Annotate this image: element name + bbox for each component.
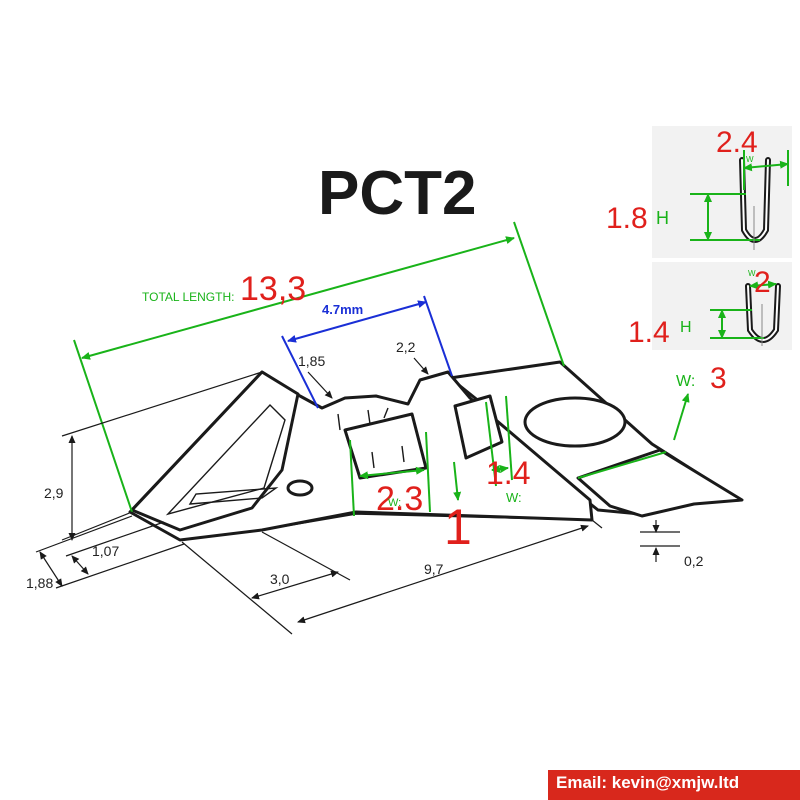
w-label-3: W: (676, 373, 695, 390)
wing-dimensions (349, 393, 690, 517)
black-dimensions (35, 357, 680, 635)
dim-1-4: 1.4 (486, 455, 530, 491)
total-length-label: TOTAL LENGTH: (142, 290, 234, 304)
email-text: Email: kevin@xmjw.ltd (556, 773, 740, 792)
dim-3-0: 3,0 (270, 571, 290, 587)
terminal-outline (128, 360, 744, 542)
dim-2-9: 2,9 (44, 485, 64, 501)
w-label-2-3: W: (388, 497, 401, 509)
inset-bottom-height: 1.4 (628, 316, 670, 349)
w-label-1-4: W: (506, 490, 522, 505)
inset-top-w-label: W (746, 155, 754, 164)
inset-bottom-profile (652, 262, 792, 350)
inset-top-height: 1.8 (606, 202, 648, 235)
blue-width-dimension (281, 295, 453, 409)
email-banner (548, 770, 800, 800)
title: PCT2 (318, 159, 476, 228)
blue-width-label: 4.7mm (322, 302, 363, 317)
dim-0-2: 0,2 (684, 553, 704, 569)
dim-2-2: 2,2 (396, 339, 416, 355)
inset-bottom-w-label: W (748, 269, 756, 278)
dim-1-07: 1,07 (92, 543, 119, 559)
dim-9-7: 9,7 (424, 561, 444, 577)
inset-top-h-label: H (656, 208, 669, 228)
inset-bottom-h-label: H (680, 319, 692, 336)
dim-3: 3 (710, 362, 727, 395)
dim-1-85: 1,85 (298, 353, 325, 369)
inset-top-profile (652, 126, 792, 258)
inset-bottom-width: 2 (754, 266, 771, 299)
inset-top-width: 2.4 (716, 126, 758, 159)
dim-2-3: 2.3 (376, 480, 423, 518)
total-length-dimension (73, 221, 565, 513)
dim-1: 1 (444, 499, 472, 555)
dim-1-88: 1,88 (26, 575, 53, 591)
total-length-value: 13,3 (240, 270, 306, 308)
